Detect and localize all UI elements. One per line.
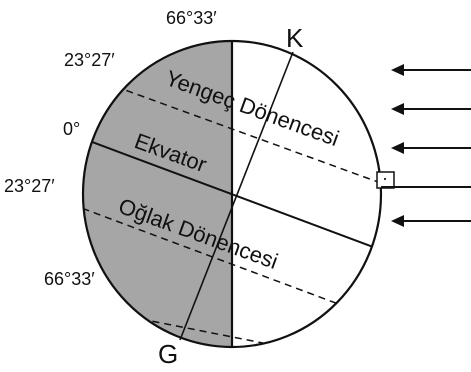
sun-ray-arrowhead <box>391 103 404 115</box>
sun-ray-arrowhead <box>391 142 404 154</box>
label-south-pole: G <box>158 339 178 369</box>
label-tropic-south-degree: 23°27′ <box>4 176 55 196</box>
sun-ray-arrowhead <box>391 215 404 227</box>
label-arctic-degree: 66°33′ <box>166 8 217 28</box>
antarctic-circle-line <box>83 304 381 347</box>
arctic-circle-line <box>109 41 381 66</box>
label-antarctic-degree: 66°33′ <box>44 269 95 289</box>
label-equator-degree: 0° <box>63 119 80 139</box>
label-north-pole: K <box>286 23 304 53</box>
label-tropic-north-degree: 23°27′ <box>64 50 115 70</box>
sun-ray-arrowhead <box>391 64 404 76</box>
equator-line <box>83 129 381 258</box>
right-angle-dot: · <box>382 168 388 188</box>
tropic-of-cancer-line <box>83 69 381 191</box>
sun-rays <box>381 64 471 227</box>
rotation-axis <box>179 51 294 341</box>
